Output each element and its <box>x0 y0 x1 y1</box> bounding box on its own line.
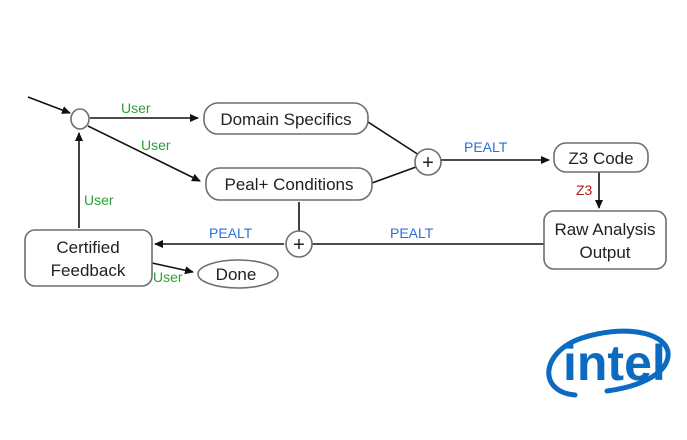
node-done-label: Done <box>216 265 257 284</box>
label-peal-to-z3: PEALT <box>464 139 508 155</box>
node-certified-line2: Feedback <box>51 261 126 280</box>
node-certified-feedback: Certified Feedback <box>24 229 153 287</box>
node-peal-conditions-label: Peal+ Conditions <box>224 175 353 194</box>
plus-junction-top-symbol: + <box>422 152 434 174</box>
label-raw-to-join: PEALT <box>390 225 434 241</box>
node-peal-conditions: Peal+ Conditions <box>205 167 373 201</box>
edge-conditions-to-plus <box>371 166 417 184</box>
node-raw-analysis-line1: Raw Analysis <box>554 220 655 239</box>
node-domain-specifics-label: Domain Specifics <box>220 110 351 129</box>
node-z3-code: Z3 Code <box>553 142 649 173</box>
edge-domain-to-plus <box>367 121 420 156</box>
label-user-to-conditions: User <box>141 137 171 153</box>
node-z3-code-label: Z3 Code <box>568 149 633 168</box>
intel-logo-text: intel <box>563 335 666 391</box>
entry-arrow <box>27 96 71 114</box>
label-certified-to-done: User <box>153 269 183 285</box>
node-domain-specifics: Domain Specifics <box>203 102 369 135</box>
label-certified-to-start: User <box>84 192 114 208</box>
edge-start-to-conditions <box>87 125 201 182</box>
label-z3-to-raw: Z3 <box>576 182 593 198</box>
node-done: Done <box>197 259 279 289</box>
label-user-to-domain: User <box>121 100 151 116</box>
plus-junction-bottom: + <box>285 230 313 258</box>
node-certified-line1: Certified <box>56 238 119 257</box>
node-raw-analysis-line2: Output <box>579 243 630 262</box>
plus-junction-bottom-symbol: + <box>293 234 305 256</box>
edge-certified-to-done <box>151 262 194 275</box>
label-join-to-certified: PEALT <box>209 225 253 241</box>
start-node <box>70 108 90 130</box>
intel-logo: intel <box>546 328 671 398</box>
plus-junction-top: + <box>414 148 442 176</box>
node-raw-analysis-output: Raw Analysis Output <box>543 210 667 270</box>
